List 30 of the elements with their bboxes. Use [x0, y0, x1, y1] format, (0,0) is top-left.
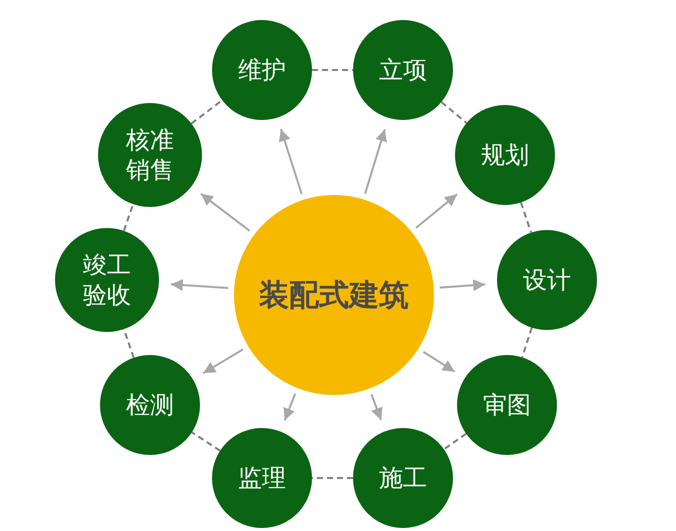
dashed-connector [521, 327, 533, 358]
step-label: 设计 [522, 265, 572, 295]
arrow [422, 351, 456, 373]
arrow [202, 348, 244, 374]
dashed-connector [312, 69, 353, 71]
step-label: 立项 [378, 55, 428, 85]
step-label: 竣工验收 [82, 250, 132, 310]
step-label: 监理 [236, 463, 287, 493]
dashed-connector [122, 204, 134, 232]
arrow [170, 279, 228, 291]
dashed-connector [312, 477, 353, 479]
arrow [440, 279, 486, 292]
dashed-connector [443, 432, 467, 450]
dashed-connector [440, 101, 468, 124]
step-label: 检测 [124, 390, 175, 420]
step-label: 规划 [480, 140, 530, 170]
arrow [278, 128, 303, 194]
dashed-connector [520, 202, 532, 233]
arrow [284, 393, 296, 421]
arrow [415, 194, 458, 229]
arrow [200, 193, 250, 232]
hub-label: 装配式建筑 [259, 276, 409, 314]
step-label: 核准销售 [124, 125, 175, 185]
step-label: 施工 [378, 463, 428, 493]
arrow [370, 394, 382, 420]
step-label: 维护 [236, 55, 287, 85]
dashed-connector [190, 99, 223, 124]
arrow [364, 129, 388, 194]
dashed-connector [191, 431, 221, 452]
step-label: 审图 [482, 390, 532, 420]
